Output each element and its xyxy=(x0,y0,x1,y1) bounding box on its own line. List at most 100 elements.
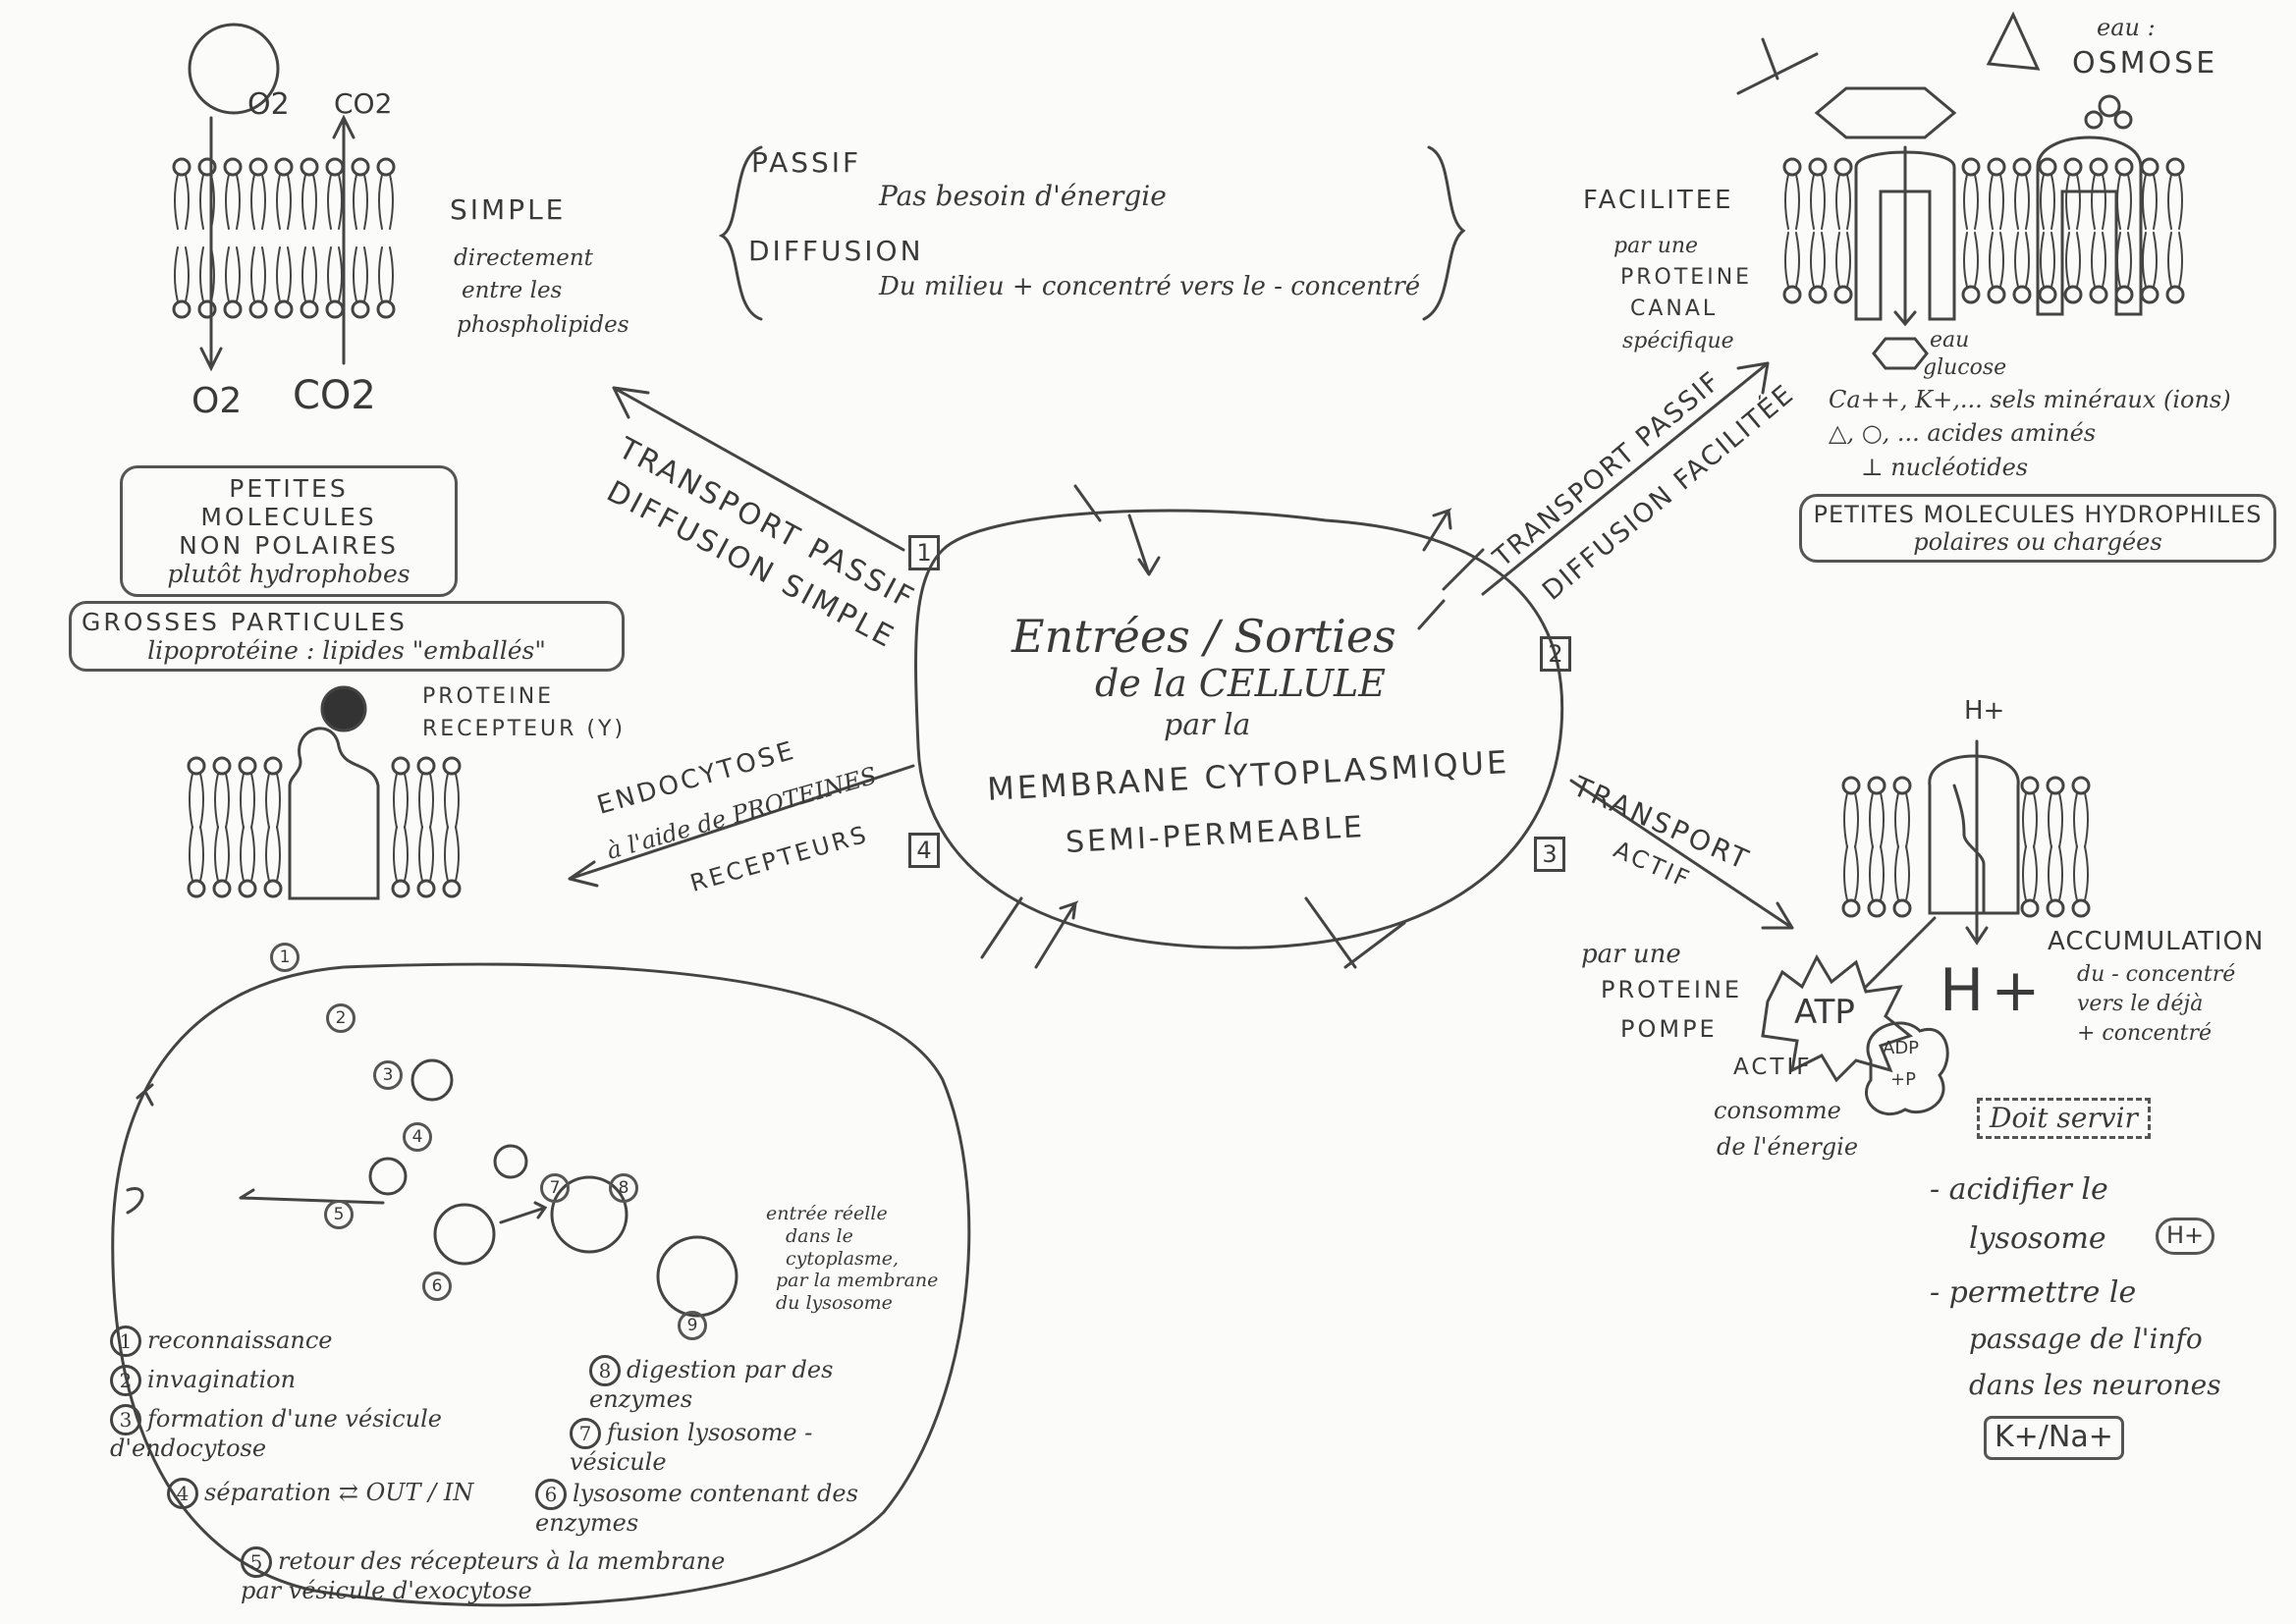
phospholipid-tail xyxy=(189,773,204,829)
phospholipid-head xyxy=(1867,776,1886,795)
actif-label: ACTIF xyxy=(1733,1055,1813,1080)
phospholipid-head xyxy=(2063,157,2083,177)
phospholipid-tail xyxy=(1784,174,1800,230)
osmose-label-2: OSMOSE xyxy=(2072,46,2218,81)
phospholipid-tail xyxy=(2073,845,2089,901)
phospholipid-head xyxy=(2071,776,2091,795)
doit-servir-label: Doit servir xyxy=(1977,1098,2151,1140)
step-number-badge: 5 xyxy=(241,1546,272,1578)
phospholipid-tail xyxy=(1784,232,1800,288)
phospholipid-tail xyxy=(265,773,281,829)
step-number-badge: 2 xyxy=(110,1365,141,1396)
phospholipid-tail xyxy=(174,174,190,230)
use1-line2: lysosome xyxy=(1969,1221,2106,1256)
diagram-step-8: 8 xyxy=(609,1173,638,1203)
phospholipid-head xyxy=(187,756,206,776)
brace-left xyxy=(718,145,763,321)
phospholipid-head xyxy=(2071,898,2091,918)
branch1-desc-1: directement xyxy=(454,245,593,271)
phospholipid-head xyxy=(416,879,436,898)
accumulation-desc-3: + concentré xyxy=(2077,1021,2213,1046)
phospholipid-head xyxy=(2140,157,2159,177)
phospholipid-tail xyxy=(444,826,460,882)
branch2-arrow xyxy=(1481,361,1770,596)
phospholipid-tail xyxy=(1843,845,1859,901)
phospholipid-tail xyxy=(393,826,409,882)
branch2-desc-2: PROTEINE xyxy=(1620,265,1753,290)
actif-desc-2: de l'énergie xyxy=(1717,1133,1859,1161)
phospholipid-tail xyxy=(2014,174,2030,230)
phospholipid-head xyxy=(1833,157,1853,177)
pump-protein-icon xyxy=(1928,754,2020,915)
center-title-line2: de la CELLULE xyxy=(1095,662,1386,705)
phospholipid-head xyxy=(391,756,410,776)
o2-molecule-icon xyxy=(188,23,280,115)
branch2-arrow-in xyxy=(1417,548,1485,630)
eau-label: eau xyxy=(1930,328,1970,352)
phospholipid-tail xyxy=(2022,845,2038,901)
phospholipid-head xyxy=(212,879,232,898)
phospholipid-tail xyxy=(418,826,434,882)
diagram-step-9: 9 xyxy=(678,1311,707,1340)
phospholipid-head xyxy=(1782,157,1802,177)
co2-bottom-label: CO2 xyxy=(293,373,376,418)
phospholipid-head xyxy=(263,756,283,776)
phospholipid-tail xyxy=(353,246,368,302)
phospholipid-tail xyxy=(2065,232,2081,288)
phospholipid-head xyxy=(1987,285,2006,304)
pump-to-atp-arrow xyxy=(1864,916,1937,989)
branch2-title: FACILITEE xyxy=(1583,186,1734,215)
step9-note-line: dans le xyxy=(786,1224,853,1247)
phospholipid-head xyxy=(238,879,257,898)
phospholipid-tail xyxy=(2014,232,2030,288)
definition-diffusion-desc: Du milieu + concentré vers le - concentr… xyxy=(879,272,1421,301)
phospholipid-tail xyxy=(250,174,266,230)
phospholipid-tail xyxy=(2167,174,2183,230)
phospholipid-head xyxy=(223,157,243,177)
phospholipid-tail xyxy=(250,246,266,302)
phospholipid-head xyxy=(2089,157,2108,177)
phospholipid-head xyxy=(351,299,370,319)
center-title-line3: par la xyxy=(1164,708,1251,742)
phospholipid-head xyxy=(2046,898,2065,918)
step-text: reconnaissance xyxy=(147,1326,333,1354)
phospholipid-tail xyxy=(2116,232,2132,288)
glucose-hexagon-icon xyxy=(1814,86,1957,139)
phospholipid-head xyxy=(187,879,206,898)
phospholipid-head xyxy=(442,879,462,898)
step-text: invagination xyxy=(147,1366,297,1393)
phospholipid-head xyxy=(416,756,436,776)
phospholipid-head xyxy=(212,756,232,776)
membranes xyxy=(172,157,2185,918)
atp-label: ATP xyxy=(1794,993,1855,1032)
diagram-step-5: 5 xyxy=(324,1200,354,1229)
receptor-protein-icon xyxy=(288,727,380,900)
phospholipid-tail xyxy=(444,773,460,829)
phospholipid-tail xyxy=(2142,174,2158,230)
step-text: digestion par des enzymes xyxy=(589,1356,834,1413)
phospholipid-head xyxy=(391,879,410,898)
phospholipid-tail xyxy=(2091,232,2106,288)
use1-badge: H+ xyxy=(2156,1218,2215,1255)
receptor-label-2: RECEPTEUR (Y) xyxy=(422,717,627,741)
phospholipid-tail xyxy=(1963,232,1979,288)
o2-top-label: O2 xyxy=(247,87,290,122)
pump-label-2: PROTEINE xyxy=(1601,976,1743,1003)
branch1-desc-2: entre les xyxy=(462,278,563,303)
phospholipid-tail xyxy=(189,826,204,882)
molecule-ions: Ca++, K+,... sels minéraux (ions) xyxy=(1829,386,2231,413)
step-text: formation d'une vésicule d'endocytose xyxy=(110,1405,442,1462)
phospholipid-tail xyxy=(1989,174,2004,230)
phospholipid-tail xyxy=(225,174,241,230)
phospholipid-head xyxy=(2020,776,2040,795)
phospholipid-tail xyxy=(225,246,241,302)
phospholipid-head xyxy=(2038,157,2057,177)
phospholipid-head xyxy=(238,756,257,776)
phospholipid-tail xyxy=(327,246,343,302)
phospholipid-tail xyxy=(276,246,292,302)
branch1-box-line1: PETITES MOLECULES xyxy=(200,474,377,531)
